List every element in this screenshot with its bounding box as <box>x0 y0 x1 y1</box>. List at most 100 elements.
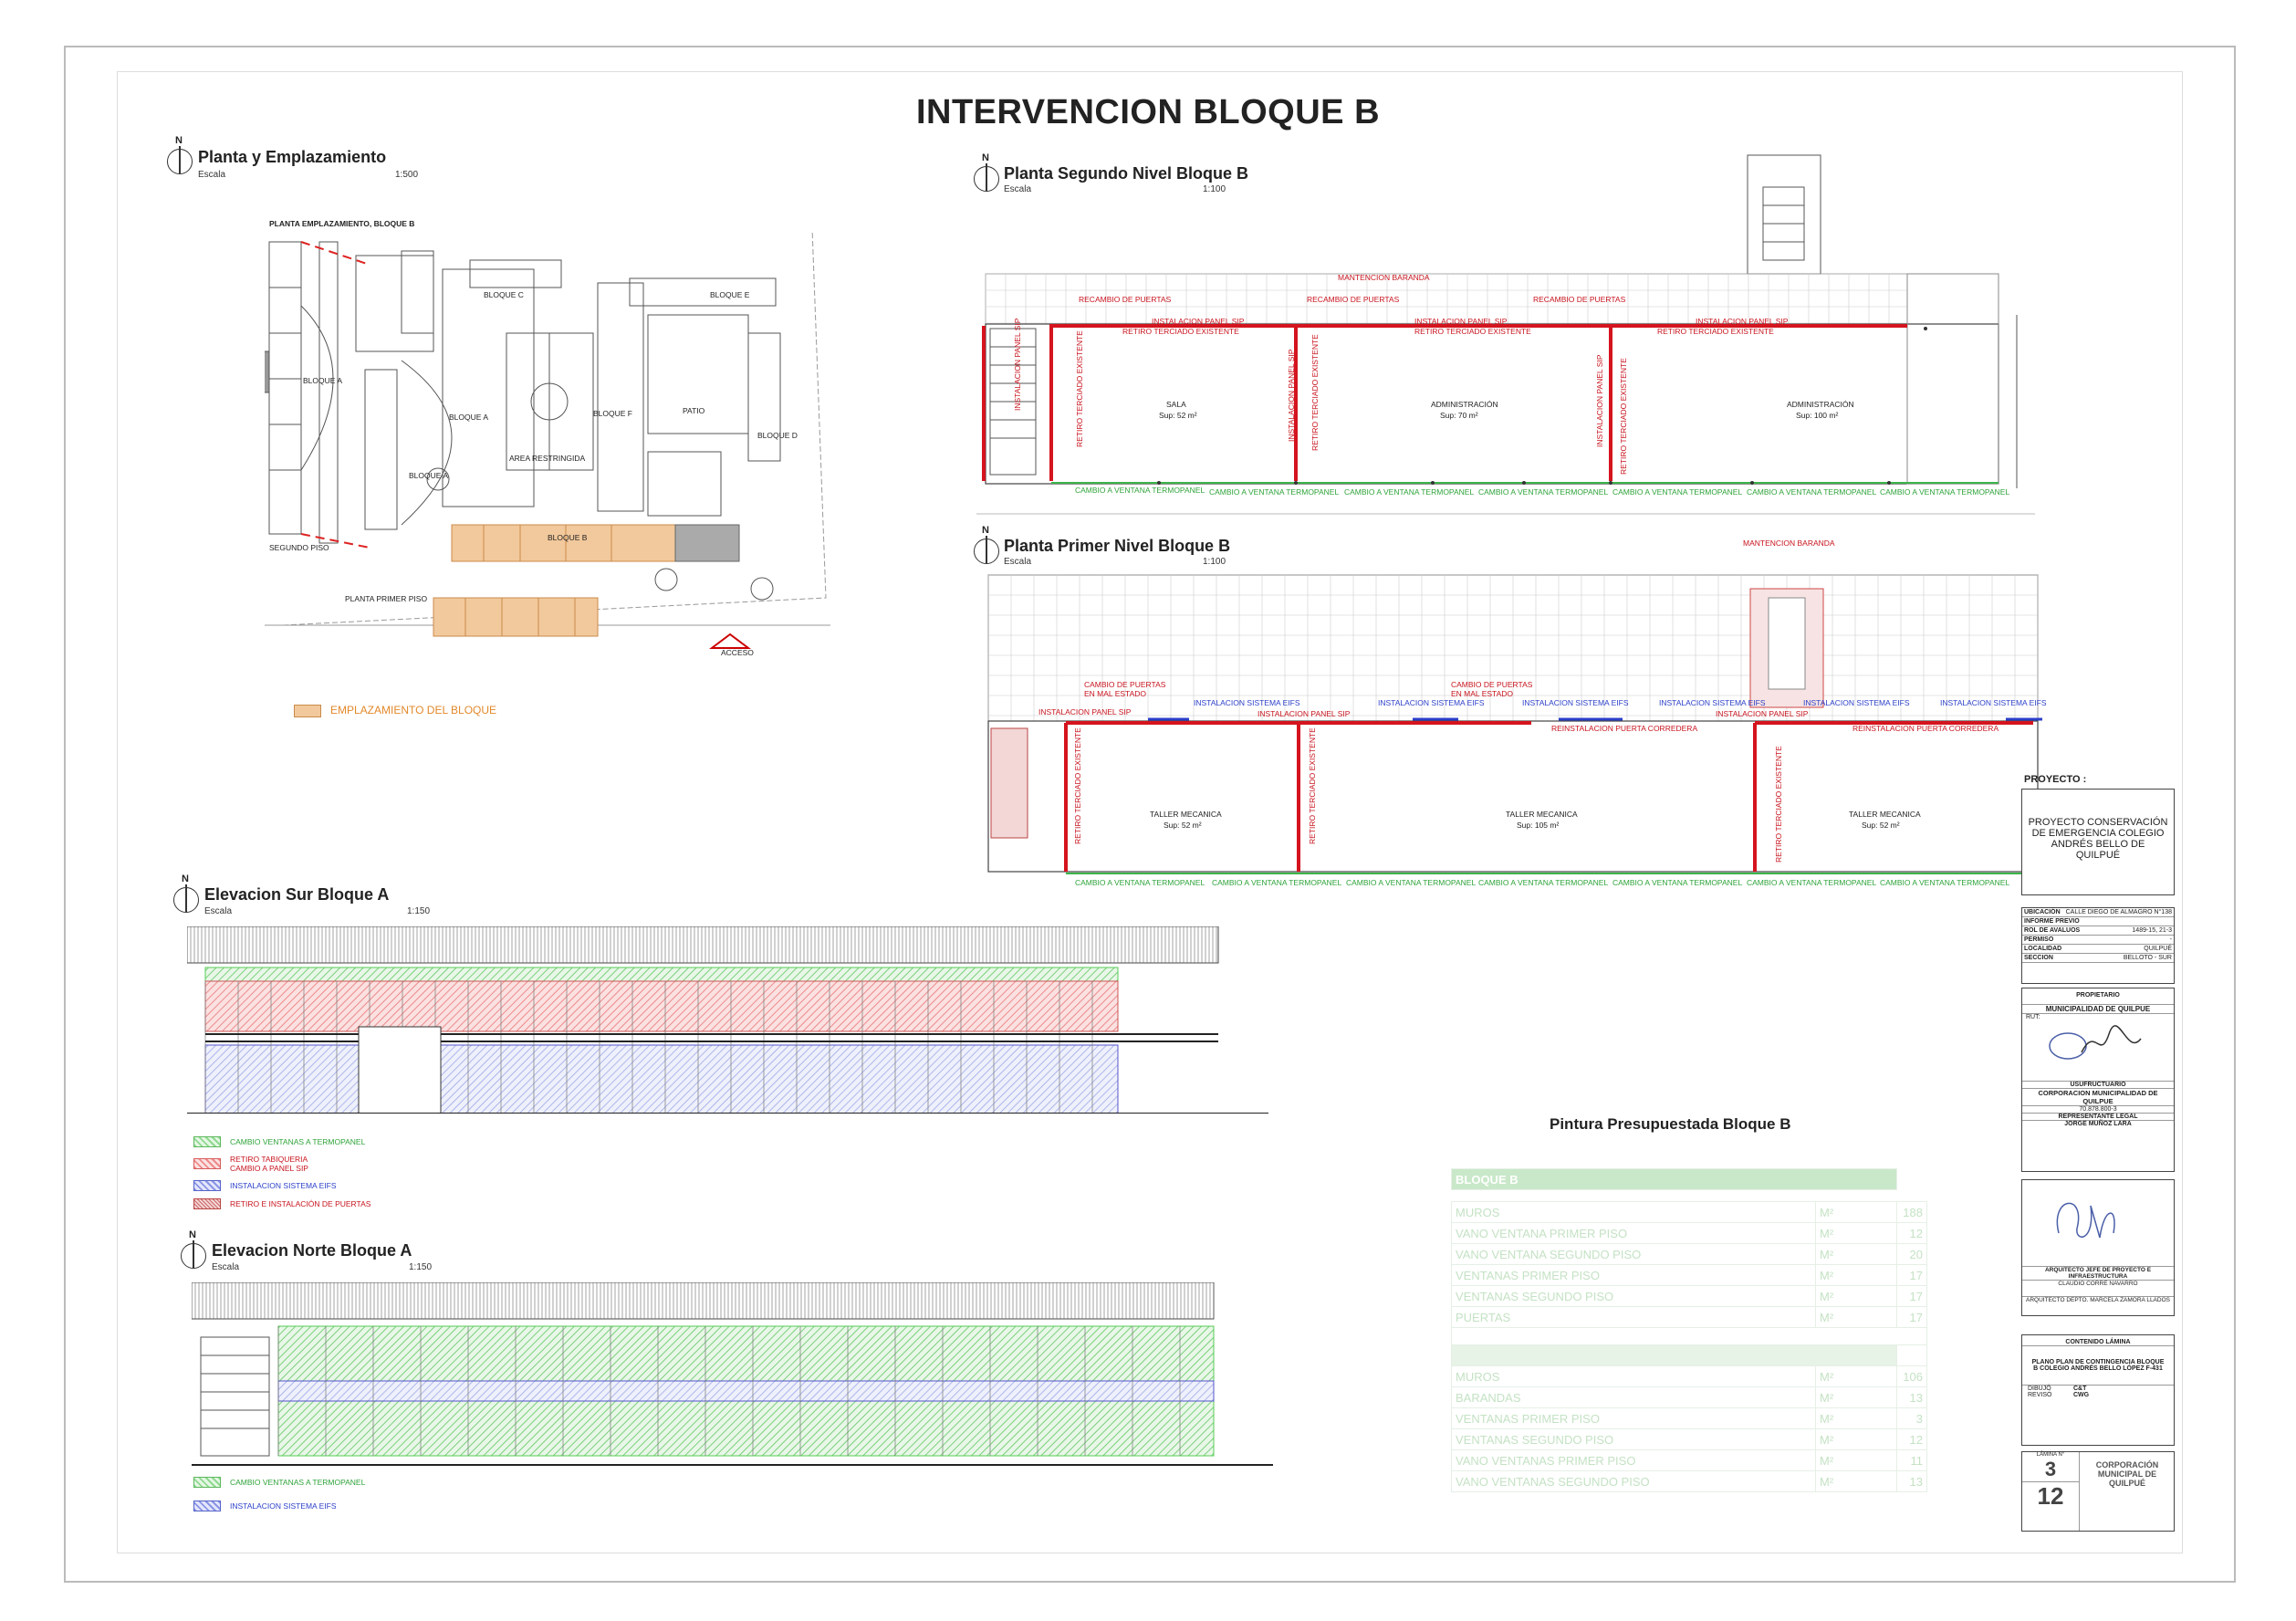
label-ventana: CAMBIO A VENTANA TERMOPANEL <box>1212 878 1342 887</box>
titleblock-lamina: LÁMINA N° 3 12 CORPORACIÓN MUNICIPAL DE … <box>2021 1451 2175 1532</box>
titleblock-info-row: PERMISO- <box>2022 936 2174 945</box>
scale-label: Escala <box>1004 184 1032 194</box>
sheet-inner-border <box>117 71 2183 1553</box>
titleblock-contenido: CONTENIDO LÁMINA PLANO PLAN DE CONTINGEN… <box>2021 1334 2175 1446</box>
scale-label: Escala <box>198 170 226 180</box>
north-arrow-icon: N <box>974 152 999 192</box>
scale-value: 1:100 <box>1203 184 1226 194</box>
room-area: Sup: 100 m² <box>1796 411 1839 420</box>
scale-label: Escala <box>1004 557 1032 567</box>
label-panel-sip-vertical: INSTALACION PANEL SIP <box>1287 349 1296 442</box>
label-ventana: CAMBIO A VENTANA TERMOPANEL <box>1209 487 1340 497</box>
site-heading: PLANTA EMPLAZAMIENTO, BLOQUE B <box>269 219 415 228</box>
site-label-bloque-b: BLOQUE B <box>548 533 588 542</box>
proyecto-label: PROYECTO : <box>2024 774 2087 785</box>
room-area: Sup: 52 m² <box>1164 821 1202 830</box>
site-label-primer-piso: PLANTA PRIMER PISO <box>345 594 428 603</box>
room-area: Sup: 52 m² <box>1862 821 1900 830</box>
label-eifs: INSTALACION SISTEMA EIFS <box>1940 698 2047 707</box>
north-arrow-icon: N <box>167 135 193 174</box>
view-title-primer-nivel: Planta Primer Nivel Bloque B <box>1004 537 1231 555</box>
label-ventana: CAMBIO A VENTANA TERMOPANEL <box>1880 878 2010 887</box>
north-arrow-icon: N <box>181 1229 206 1269</box>
label-ventana: CAMBIO A VENTANA TERMOPANEL <box>1612 878 1743 887</box>
titleblock-arquitecto: ARQUITECTO JEFE DE PROYECTO E INFRAESTRU… <box>2021 1179 2175 1316</box>
label-ventana: CAMBIO A VENTANA TERMOPANEL <box>1747 487 1877 497</box>
site-label-acceso: ACCESO <box>721 648 754 657</box>
label-cambio-puertas: CAMBIO DE PUERTAS EN MAL ESTADO <box>1451 680 1533 698</box>
room-name: TALLER MECANICA <box>1150 810 1222 819</box>
scale-label: Escala <box>212 1262 240 1272</box>
label-ventana: CAMBIO A VENTANA TERMOPANEL <box>1612 487 1743 497</box>
label-eifs: INSTALACION SISTEMA EIFS <box>1378 698 1485 707</box>
site-plan-drawing <box>265 233 830 662</box>
site-label-area: AREA RESTRINGIDA <box>509 454 586 463</box>
signature-icon <box>2056 1202 2115 1239</box>
label-panel-sip: INSTALACION PANEL SIP <box>1152 317 1245 326</box>
label-ventana: CAMBIO A VENTANA TERMOPANEL <box>1478 878 1609 887</box>
room-area: Sup: 52 m² <box>1159 411 1197 420</box>
label-ventana: CAMBIO A VENTANA TERMOPANEL <box>1747 878 1877 887</box>
label-ventana: CAMBIO A VENTANA TERMOPANEL <box>1346 878 1477 887</box>
site-label-bloque-a: BLOQUE A <box>303 376 342 385</box>
label-ventana: CAMBIO A VENTANA TERMOPANEL <box>1344 487 1475 497</box>
plan-primer-nivel-drawing <box>987 574 2042 874</box>
legend-norte: CAMBIO VENTANAS A TERMOPANEL INSTALACION… <box>193 1477 365 1511</box>
label-retiro-vertical: RETIRO TERCIADO EXISTENTE <box>1308 727 1317 844</box>
label-recambio-puertas: RECAMBIO DE PUERTAS <box>1307 295 1400 304</box>
label-eifs: INSTALACION SISTEMA EIFS <box>1194 698 1300 707</box>
label-retiro-terciado: RETIRO TERCIADO EXISTENTE <box>1414 327 1531 336</box>
scale-value: 1:500 <box>395 170 419 180</box>
titleblock-proyecto: PROYECTO CONSERVACIÓN DE EMERGENCIA COLE… <box>2021 789 2175 895</box>
label-panel-sip: INSTALACION PANEL SIP <box>1258 709 1351 718</box>
label-panel-sip: INSTALACION PANEL SIP <box>1414 317 1508 326</box>
label-ventana: CAMBIO A VENTANA TERMOPANEL <box>1075 486 1205 495</box>
signature-stamp-icon <box>2049 1025 2142 1060</box>
label-panel-sip: INSTALACION PANEL SIP <box>1716 709 1809 718</box>
elevacion-norte-drawing <box>192 1282 1273 1466</box>
label-retiro-vertical: RETIRO TERCIADO EXISTENTE <box>1075 330 1084 447</box>
paint-title: Pintura Presupuestada Bloque B <box>1550 1115 1791 1133</box>
label-retiro-terciado: RETIRO TERCIADO EXISTENTE <box>1122 327 1239 336</box>
label-retiro-vertical: RETIRO TERCIADO EXISTENTE <box>1310 334 1320 451</box>
label-eifs: INSTALACION SISTEMA EIFS <box>1522 698 1629 707</box>
north-arrow-icon: N <box>974 525 999 564</box>
plan-segundo-nivel-drawing <box>976 154 2035 515</box>
label-mantencion-baranda: MANTENCION BARANDA <box>1338 273 1430 282</box>
scale-value: 1:100 <box>1203 557 1226 567</box>
label-eifs: INSTALACION SISTEMA EIFS <box>1659 698 1766 707</box>
titleblock-propietario: PROPIETARIO MUNICIPALIDAD DE QUILPUE RUT… <box>2021 988 2175 1172</box>
sheet-outer-border <box>64 46 2236 1583</box>
titleblock-info-row: INFORME PREVIO <box>2022 917 2174 926</box>
label-panel-sip: INSTALACION PANEL SIP <box>1038 707 1132 716</box>
label-recambio-puertas: RECAMBIO DE PUERTAS <box>1079 295 1172 304</box>
legend-swatch-orange <box>294 705 321 717</box>
site-label-patio: PATIO <box>683 406 705 415</box>
label-retiro-terciado: RETIRO TERCIADO EXISTENTE <box>1657 327 1774 336</box>
site-label-bloque-a: BLOQUE A <box>449 413 488 422</box>
site-label-bloque-f: BLOQUE F <box>593 409 632 418</box>
label-puerta-corredera: REINSTALACION PUERTA CORREDERA <box>1551 724 1698 733</box>
view-title-elevacion-sur: Elevacion Sur Bloque A <box>204 885 390 904</box>
label-ventana: CAMBIO A VENTANA TERMOPANEL <box>1075 878 1205 887</box>
site-label-bloque-a: BLOQUE A <box>409 471 448 480</box>
label-mantencion-baranda: MANTENCION BARANDA <box>1743 539 1835 548</box>
view-title-elevacion-norte: Elevacion Norte Bloque A <box>212 1241 412 1260</box>
elevacion-sur-drawing <box>187 926 1268 1114</box>
scale-value: 1:150 <box>407 906 431 916</box>
scale-value: 1:150 <box>409 1262 433 1272</box>
room-area: Sup: 105 m² <box>1517 821 1560 830</box>
label-recambio-puertas: RECAMBIO DE PUERTAS <box>1533 295 1626 304</box>
site-label-bloque-d: BLOQUE D <box>757 431 798 440</box>
